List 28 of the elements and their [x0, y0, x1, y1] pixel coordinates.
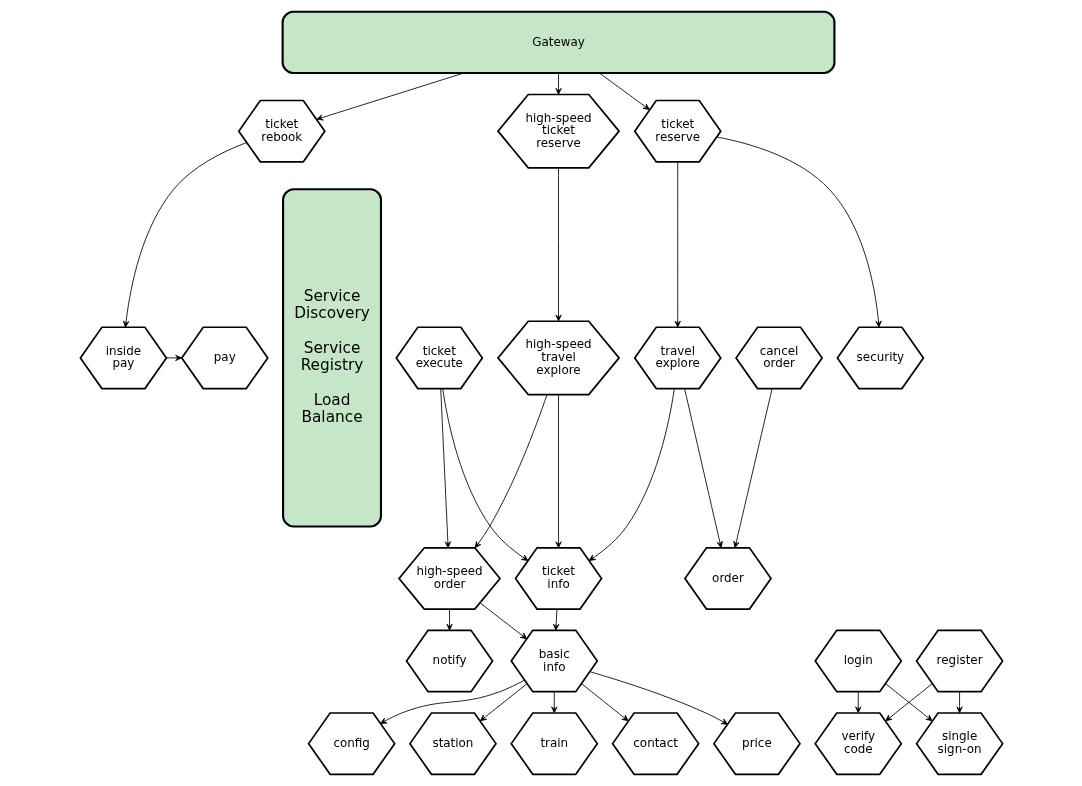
arrow: [165, 354, 182, 361]
arrow: [716, 136, 882, 328]
arrow: [683, 388, 723, 549]
arrow: [474, 394, 547, 549]
node-box: Service Discovery Service Registry Load Balance: [281, 188, 382, 528]
arrow: [598, 72, 650, 111]
arrow: [315, 72, 464, 121]
arrow: [550, 691, 557, 714]
arrow: [674, 161, 681, 328]
arrow: [554, 72, 562, 95]
arrow: [379, 679, 525, 724]
arrow: [554, 394, 562, 549]
arrow: [552, 608, 559, 631]
arrow: [588, 388, 675, 562]
node-box: Gateway: [281, 10, 835, 75]
arrow: [441, 388, 528, 562]
arrow: [554, 167, 562, 322]
arrow: [589, 671, 728, 725]
arrow: [580, 683, 629, 722]
arrow: [479, 602, 527, 640]
arrow: [854, 691, 861, 714]
arrow: [439, 388, 451, 549]
arrow: [884, 683, 933, 722]
arrow: [479, 683, 527, 722]
arrow: [956, 691, 963, 714]
arrow: [122, 142, 247, 328]
arrow: [445, 608, 453, 631]
arrow: [732, 388, 772, 549]
